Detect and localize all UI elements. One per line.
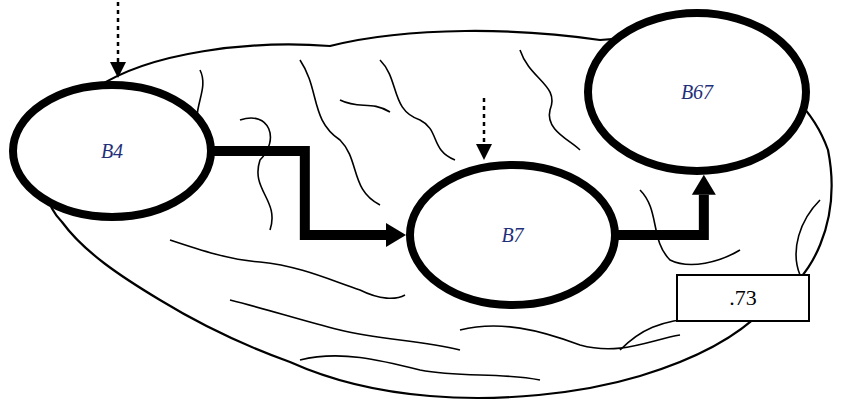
- brain-sulcus: [640, 190, 740, 265]
- brain-sulcus: [300, 60, 380, 205]
- arrow-shaft: [214, 151, 386, 235]
- region-ellipse: B7: [405, 160, 620, 310]
- brain-sulcus: [230, 300, 460, 350]
- flow-arrow: [618, 175, 716, 235]
- arrow-head: [386, 223, 406, 247]
- ellipse-shape: [13, 85, 211, 217]
- input-arrow-line: [117, 2, 120, 64]
- brain-sulcus: [796, 200, 820, 275]
- input-arrowhead: [110, 62, 126, 78]
- region-ellipse: B67: [583, 8, 811, 176]
- flow-arrow: [214, 151, 406, 247]
- path-coefficient: .73: [676, 274, 810, 322]
- ellipse-shape: [410, 165, 615, 305]
- input-arrowhead: [476, 144, 492, 160]
- brain-sulcus: [300, 356, 540, 380]
- ellipse-shape: [588, 13, 806, 171]
- brain-sulcus: [520, 50, 580, 150]
- region-ellipse: B4: [8, 80, 216, 222]
- region-label: B4: [101, 140, 123, 163]
- brain-sulcus: [380, 60, 455, 160]
- brain-sulcus: [340, 100, 390, 112]
- brain-sulcus: [240, 118, 272, 230]
- region-label: B67: [681, 81, 713, 104]
- input-arrow-line: [483, 98, 486, 146]
- brain-sulcus: [620, 318, 700, 350]
- brain-sulcus: [170, 240, 405, 298]
- arrow-shaft: [618, 195, 704, 235]
- arrow-head: [692, 175, 716, 195]
- region-label: B7: [501, 224, 523, 247]
